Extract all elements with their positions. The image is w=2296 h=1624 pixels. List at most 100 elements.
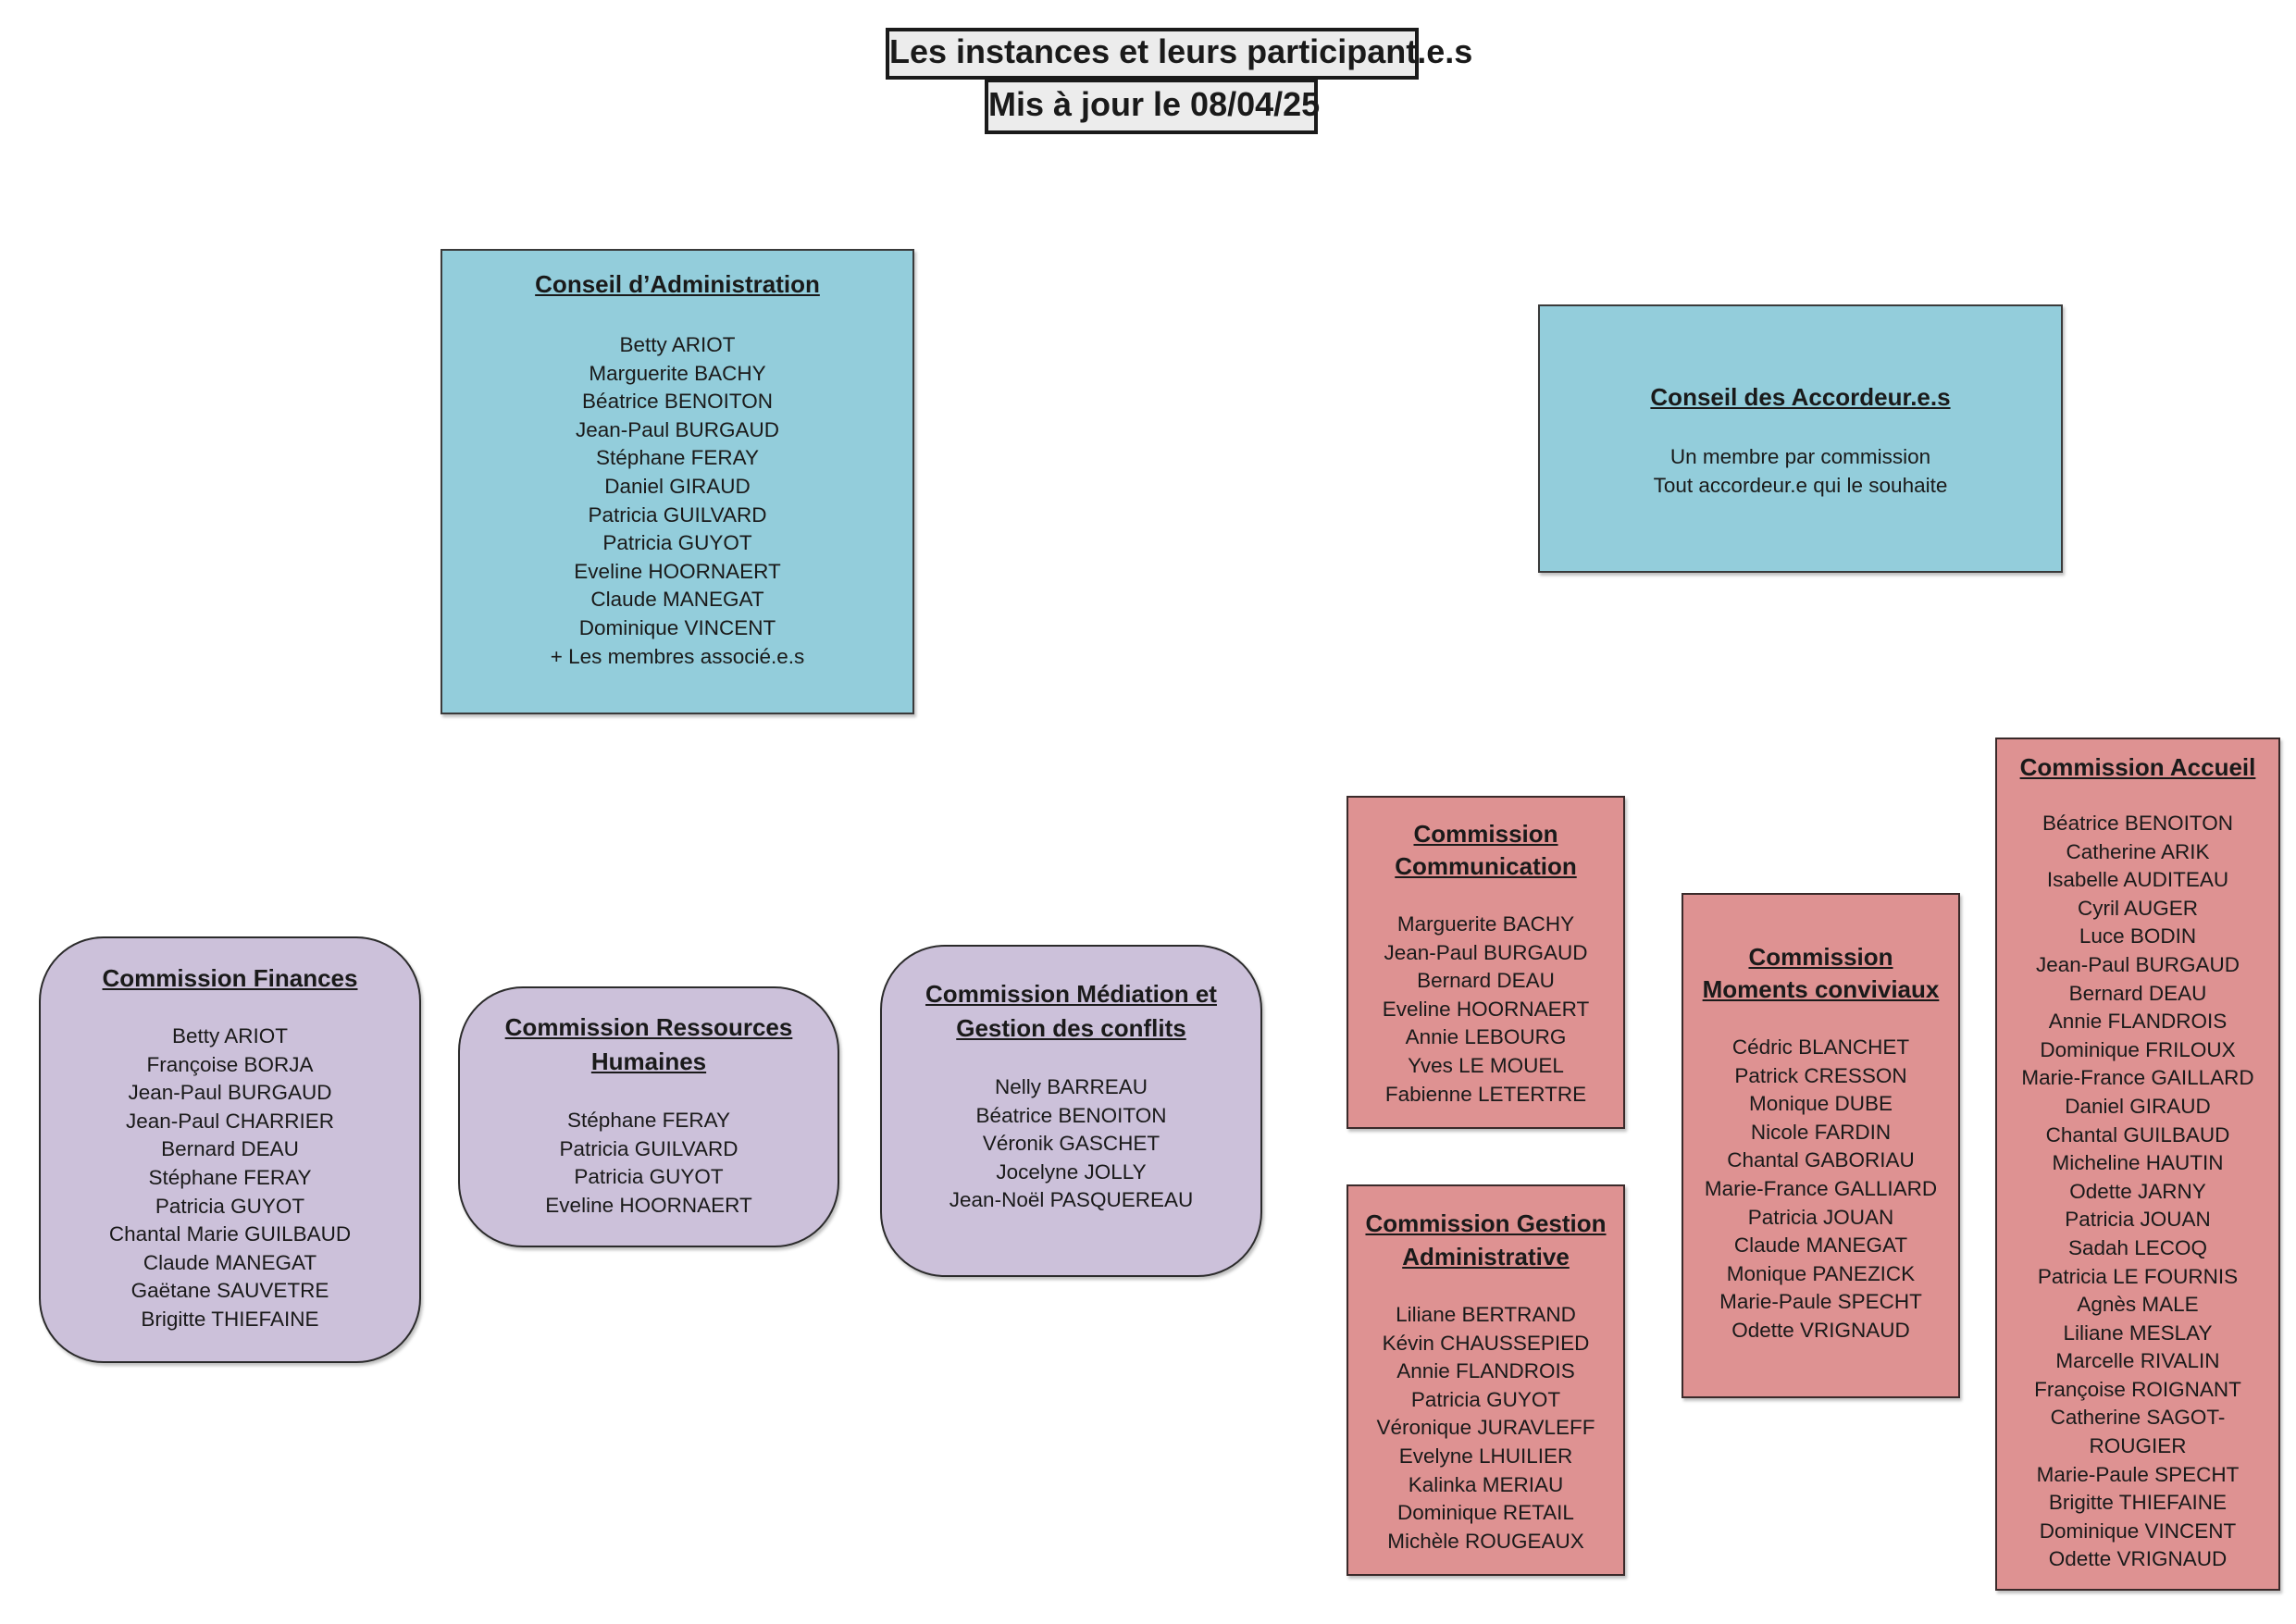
conseil-accordeurs-box: Conseil des Accordeur.e.s Un membre par … bbox=[1538, 304, 2063, 573]
member-list: Stéphane FERAY Patricia GUILVARD Patricia … bbox=[460, 1107, 838, 1220]
conseil-administration-title: Conseil d’Administration bbox=[535, 270, 820, 298]
commission-mediation-title-line2: Gestion des conflits bbox=[956, 1014, 1186, 1042]
member-name: Béatrice BENOITON bbox=[2042, 812, 2233, 835]
commission-rh-box: Commission Ressources Humaines Stéphane … bbox=[458, 986, 839, 1247]
member-name: Tout accordeur.e qui le souhaite bbox=[1653, 473, 1948, 497]
member-name: Chantal Marie GUILBAUD bbox=[108, 1222, 352, 1246]
member-name: Patricia GUYOT bbox=[155, 1194, 305, 1218]
commission-communication-title-line1: Commission bbox=[1413, 820, 1558, 848]
member-name: Luce BODIN bbox=[2079, 924, 2197, 948]
commission-finances-box: Commission Finances Betty ARIOT Françoise… bbox=[39, 936, 421, 1363]
commission-rh-title-line2: Humaines bbox=[590, 1048, 707, 1075]
member-name: Patricia GUYOT bbox=[574, 1165, 724, 1189]
member-name: Claude MANEGAT bbox=[590, 588, 764, 612]
member-name: Micheline HAUTIN bbox=[2052, 1151, 2224, 1175]
member-name: Brigitte THIEFAINE bbox=[141, 1307, 319, 1331]
member-name: Bernard DEAU bbox=[161, 1137, 299, 1161]
member-name: Nelly BARREAU bbox=[994, 1075, 1148, 1098]
commission-accueil-title: Commission Accueil bbox=[2019, 753, 2256, 781]
member-name: Kévin CHAUSSEPIED bbox=[1382, 1331, 1590, 1355]
member-name: Marcelle RIVALIN bbox=[2055, 1349, 2220, 1373]
member-name: Patricia GUILVARD bbox=[559, 1136, 738, 1160]
commission-moments-box: Commission Moments conviviaux Cédric BLA… bbox=[1682, 893, 1960, 1398]
commission-finances-title: Commission Finances bbox=[102, 964, 358, 992]
member-name: Odette VRIGNAUD bbox=[2048, 1547, 2228, 1571]
commission-communication-title-line2: Communication bbox=[1395, 852, 1577, 880]
member-name: Betty ARIOT bbox=[171, 1024, 289, 1048]
member-name: Marguerite BACHY bbox=[1396, 912, 1575, 936]
member-name: Dominique RETAIL bbox=[1397, 1501, 1574, 1525]
member-name: Stéphane FERAY bbox=[596, 446, 759, 470]
commission-rh-title-line1: Commission Ressources bbox=[504, 1013, 793, 1041]
member-name: Jocelyne JOLLY bbox=[996, 1159, 1147, 1184]
member-name: Patricia JOUAN bbox=[2065, 1208, 2211, 1232]
member-name: Evelyne LHUILIER bbox=[1398, 1444, 1573, 1468]
member-name: Patricia GUILVARD bbox=[588, 502, 767, 527]
member-name: Kalinka MERIAU bbox=[1408, 1472, 1564, 1496]
member-name: Chantal GABORIAU bbox=[1727, 1148, 1915, 1172]
member-name: Odette JARNY bbox=[2069, 1179, 2206, 1203]
member-name: Isabelle AUDITEAU bbox=[2046, 868, 2229, 892]
member-name: Un membre par commission bbox=[1669, 445, 1931, 468]
member-name: Patrick CRESSON bbox=[1734, 1063, 1907, 1087]
member-name: Catherine ARIK bbox=[2066, 839, 2210, 863]
member-name: Jean-Noël PASQUEREAU bbox=[949, 1188, 1194, 1212]
member-name: Jean-Paul BURGAUD bbox=[128, 1081, 332, 1105]
member-list: Betty ARIOT Françoise BORJA Jean-Paul BURG… bbox=[41, 1023, 419, 1334]
member-name: Chantal GUILBAUD bbox=[2045, 1122, 2230, 1147]
commission-moments-title-line1: Commission bbox=[1748, 943, 1893, 971]
member-list: Nelly BARREAU Béatrice BENOITON Véronik GA… bbox=[882, 1073, 1260, 1215]
member-name: Cyril AUGER bbox=[2077, 896, 2198, 920]
member-name: Daniel GIRAUD bbox=[604, 474, 751, 498]
member-name: Daniel GIRAUD bbox=[2065, 1094, 2211, 1118]
member-list: Béatrice BENOITON Catherine ARIK Isabelle … bbox=[1997, 810, 2278, 1574]
member-name: Stéphane FERAY bbox=[567, 1109, 730, 1132]
member-name: Béatrice BENOITON bbox=[975, 1103, 1167, 1127]
commission-gestion-box: Commission Gestion Administrative Lilian… bbox=[1347, 1184, 1625, 1576]
member-name: Annie FLANDROIS bbox=[1396, 1359, 1575, 1383]
member-name: Sadah LECOQ bbox=[2067, 1235, 2208, 1259]
commission-gestion-title-line1: Commission Gestion bbox=[1365, 1209, 1607, 1237]
member-name: Véronique JURAVLEFF bbox=[1376, 1416, 1595, 1440]
commission-gestion-title-line2: Administrative bbox=[1402, 1243, 1570, 1271]
member-name: Marie-France GAILLARD bbox=[2021, 1066, 2254, 1090]
commission-moments-title-line2: Moments conviviaux bbox=[1702, 975, 1940, 1003]
member-name: Betty ARIOT bbox=[619, 333, 736, 356]
commission-accueil-box: Commission Accueil Béatrice BENOITON Cath… bbox=[1995, 738, 2280, 1591]
member-name: Eveline HOORNAERT bbox=[574, 559, 781, 583]
member-name: Cédric BLANCHET bbox=[1731, 1035, 1910, 1059]
member-name: Annie LEBOURG bbox=[1405, 1025, 1567, 1049]
member-name: Monique PANEZICK bbox=[1726, 1261, 1916, 1285]
member-name: Liliane BERTRAND bbox=[1396, 1303, 1576, 1326]
member-name: Marguerite BACHY bbox=[589, 361, 766, 385]
update-date: Mis à jour le 08/04/25 bbox=[985, 79, 1320, 134]
page-title: Les instances et leurs participant.e.s bbox=[886, 28, 1472, 80]
member-name: Françoise BORJA bbox=[146, 1052, 314, 1076]
commission-mediation-title-line1: Commission Médiation et bbox=[925, 980, 1217, 1008]
member-name: Claude MANEGAT bbox=[143, 1250, 317, 1274]
member-list: Liliane BERTRAND Kévin CHAUSSEPIED Annie F… bbox=[1348, 1301, 1623, 1556]
member-name: Agnès MALE bbox=[2077, 1293, 2199, 1317]
member-name: Claude MANEGAT bbox=[1733, 1233, 1908, 1258]
member-list: Cédric BLANCHET Patrick CRESSON Monique DU… bbox=[1683, 1034, 1958, 1345]
member-name: Jean-Paul CHARRIER bbox=[125, 1109, 335, 1133]
member-name: Patricia LE FOURNIS bbox=[2037, 1264, 2239, 1288]
member-name: Jean-Paul BURGAUD bbox=[575, 417, 780, 441]
member-name: Monique DUBE bbox=[1748, 1092, 1893, 1116]
member-name: Odette VRIGNAUD bbox=[1731, 1318, 1910, 1342]
member-name: Michèle ROUGEAUX bbox=[1387, 1529, 1584, 1553]
member-name: Nicole FARDIN bbox=[1750, 1120, 1892, 1144]
member-name: Dominique FRILOUX bbox=[2040, 1037, 2236, 1061]
member-name: Marie-France GALLIARD bbox=[1704, 1176, 1938, 1200]
member-name: Annie FLANDROIS bbox=[2048, 1010, 2228, 1034]
member-name: Stéphane FERAY bbox=[148, 1165, 312, 1189]
member-name: Marie-Paule SPECHT bbox=[2036, 1462, 2240, 1486]
member-name: Patricia JOUAN bbox=[1747, 1205, 1894, 1229]
member-name: Véronik GASCHET bbox=[982, 1132, 1160, 1156]
member-name: Dominique VINCENT bbox=[2039, 1519, 2237, 1543]
commission-communication-box: Commission Communication Marguerite BACH… bbox=[1347, 796, 1625, 1129]
member-name: Fabienne LETERTRE bbox=[1384, 1082, 1587, 1106]
